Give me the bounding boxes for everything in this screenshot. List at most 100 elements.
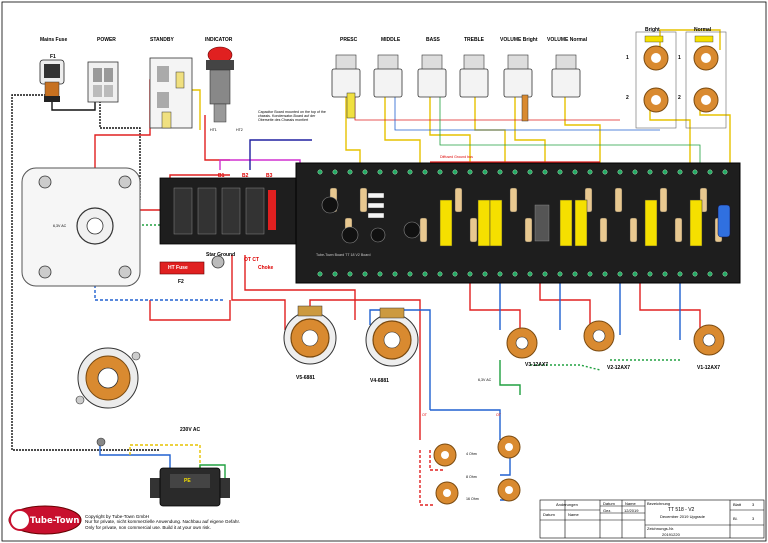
board-capacitor (559, 199, 573, 247)
board-resistor (509, 187, 518, 213)
power-label: POWER (97, 37, 116, 43)
pot-bass-label: BASS (426, 37, 440, 43)
board-pad (482, 169, 488, 175)
speaker-jacks (433, 435, 521, 505)
preamp-tube-v3 (506, 327, 538, 359)
bright-label: Bright (645, 27, 660, 33)
board-pad (572, 271, 578, 277)
board-resistor (599, 217, 608, 243)
b2-label: B2 (242, 173, 249, 179)
board-pad (557, 169, 563, 175)
tb-blatt-label: Blatt (733, 502, 742, 507)
board-component-block (534, 204, 550, 242)
board-pad (407, 169, 413, 175)
ot-label-2: OT (496, 413, 501, 417)
tb-name2: Name (625, 501, 636, 506)
board-pad (587, 271, 593, 277)
board-pad (407, 271, 413, 277)
tb-zeichnung-value: 20191220 (662, 532, 680, 537)
ot-label-1: OT (422, 413, 427, 417)
board-resistor (469, 217, 478, 243)
board-pad (422, 169, 428, 175)
choke-label: Choke (258, 265, 274, 271)
tb-project: TT 518 - V2 (668, 507, 695, 513)
potentiometers (331, 54, 581, 122)
board-resistor (659, 187, 668, 213)
tb-bezeichnung: Bezeichnung (647, 501, 671, 506)
b1-label: B1 (218, 173, 225, 179)
power-tube-v5 (283, 305, 337, 365)
jack-1-bright-label: 1 (626, 55, 629, 61)
board-pad (662, 169, 668, 175)
board-capacitor (644, 199, 658, 247)
board-resistor (674, 217, 683, 243)
board-capacitor (439, 199, 453, 247)
board-filter-cap (341, 226, 359, 244)
v5-label: V5-6881 (296, 375, 315, 381)
mains-fuse-label: Mains Fuse (40, 37, 68, 43)
pot-middle-label: MIDDLE (381, 37, 401, 43)
board-capacitor (574, 199, 588, 247)
ac230-label: 230V AC (180, 427, 201, 433)
tb-bl-value: 3 (752, 516, 755, 521)
board-components (317, 161, 731, 277)
ohm16-label: 16 Ohm (466, 497, 479, 501)
board-diode (367, 202, 385, 209)
board-diode (367, 192, 385, 199)
f2-label: F2 (178, 279, 184, 285)
v1-label: V1-12AX7 (697, 365, 721, 371)
board-pad (362, 169, 368, 175)
power-tube-v4 (365, 307, 419, 367)
b3-label: B3 (266, 173, 273, 179)
iec-inlet (150, 467, 230, 507)
copyright-block: Copyright by Tube-Town GmbH Nur für priv… (85, 514, 240, 530)
tb-date-value: 12/2019 (624, 508, 639, 513)
board-pad (677, 169, 683, 175)
board-pad (452, 169, 458, 175)
board-pad (377, 169, 383, 175)
board-pad (512, 271, 518, 277)
pe-label: PE (184, 478, 191, 484)
board-pad (707, 271, 713, 277)
v3-label: V3-12AX7 (525, 362, 549, 368)
board-resistor (359, 187, 368, 213)
board-pad (527, 169, 533, 175)
power-transformer (21, 167, 141, 287)
board-capacitor (477, 199, 491, 247)
pot-presc-label: PRESC (340, 37, 358, 43)
board-pad (722, 169, 728, 175)
board-pad (422, 271, 428, 277)
jack-2-normal-label: 2 (678, 95, 681, 101)
board-filter-cap (321, 196, 339, 214)
board-pad (392, 169, 398, 175)
board-pad (707, 169, 713, 175)
board-pad (587, 169, 593, 175)
board-pad (452, 271, 458, 277)
board-filter-cap (370, 227, 386, 243)
board-resistor (524, 217, 533, 243)
fuse-f1-label: F1 (50, 54, 56, 60)
capacitor-board (159, 177, 297, 245)
tb-gez: Gez. (603, 508, 612, 513)
board-pad (497, 271, 503, 277)
rectifier-socket (75, 347, 141, 409)
ground-lug (96, 437, 106, 447)
board-electrolytic (717, 204, 731, 238)
ht-fuse-label: HT Fuse (168, 265, 188, 271)
board-pad (332, 271, 338, 277)
indicator-lamp (206, 46, 234, 123)
board-pad (497, 169, 503, 175)
ht2-label: HT2 (236, 128, 243, 132)
board-pad (542, 271, 548, 277)
jack-2-bright-label: 2 (626, 95, 629, 101)
standby-label: STANDBY (150, 37, 174, 43)
copyright-line-3: Only for private, non commercial use. Bu… (85, 524, 211, 530)
logo-text: Tube-Town (30, 516, 79, 526)
board-pad (572, 169, 578, 175)
board-pad (677, 271, 683, 277)
board-resistor (419, 217, 428, 243)
tb-subtitle: December 2019 Upgrade (660, 514, 705, 519)
star-ground-label: Star Ground (206, 252, 236, 258)
